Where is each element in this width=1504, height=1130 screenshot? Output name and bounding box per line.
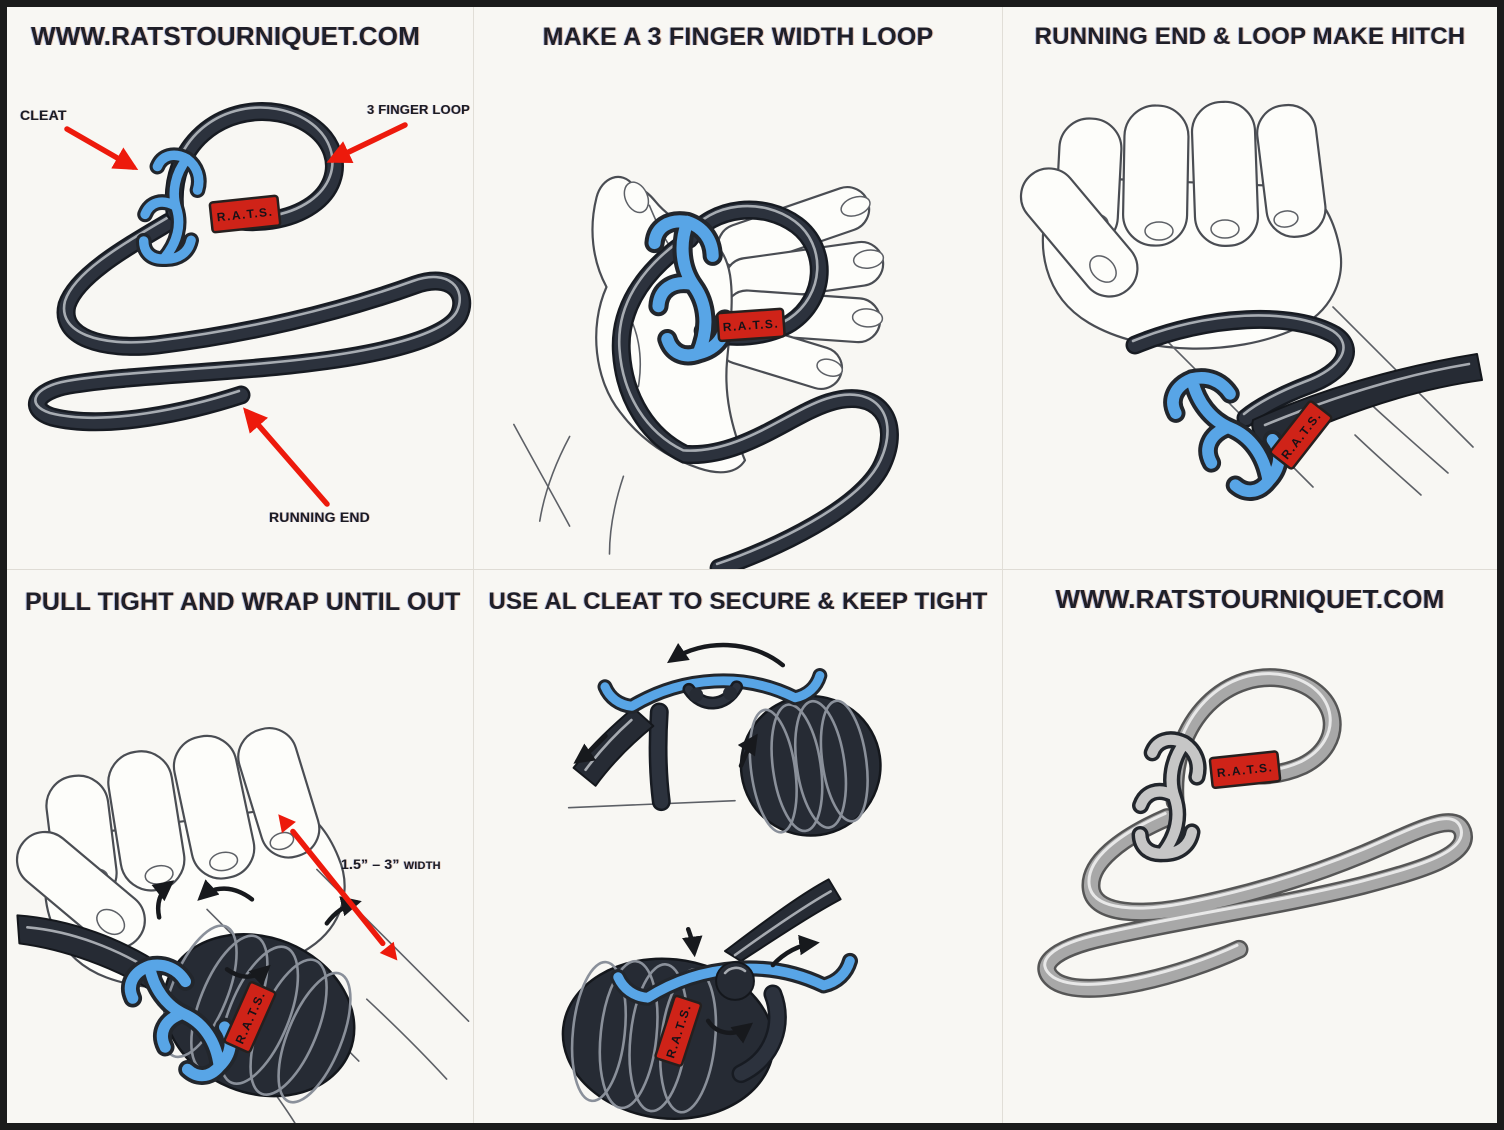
pull-up-arrow (737, 733, 758, 769)
band-coil (739, 694, 882, 837)
cleat-icon (121, 955, 240, 1085)
running-end-label: RUNNING END (269, 509, 370, 525)
band-strand (731, 984, 787, 1084)
tourniquet-gray-illustration: R.A.T.S. (1037, 668, 1473, 998)
hitch-on-wrist-illustration: R.A.T.S. (1019, 100, 1483, 501)
panel-make-hitch: RUNNING END & LOOP MAKE HITCH (1003, 7, 1497, 569)
knot-highlight (723, 966, 747, 975)
rats-tag-label: R.A.T.S. (1216, 760, 1274, 780)
panel4-title: PULL TIGHT AND WRAP UNTIL OUT (25, 588, 461, 616)
rats-tag: R.A.T.S. (208, 194, 282, 234)
loop-under-arrow (705, 1018, 754, 1044)
finger-loop-label: 3 FINGER LOOP (367, 102, 471, 117)
width-word: WIDTH (403, 860, 441, 872)
cleat-label: CLEAT (20, 107, 67, 123)
cleat-icon (597, 668, 828, 714)
press-down-arrow (682, 926, 703, 958)
rats-tag: R.A.T.S. (1208, 750, 1282, 790)
panel-secure-cleat: USE AL CLEAT TO SECURE & KEEP TIGHT (473, 569, 1003, 1123)
rats-tag-label: R.A.T.S. (722, 316, 779, 334)
pull-out-arrow (770, 934, 820, 968)
panel-make-loop: MAKE A 3 FINGER WIDTH LOOP (473, 7, 1003, 569)
panel1-title: WWW.RATSTOURNIQUET.COM (31, 21, 421, 51)
rats-tag-label: R.A.T.S. (216, 205, 274, 225)
band-strand (648, 702, 671, 812)
wrap-until-out-illustration: R.A.T.S. (15, 727, 470, 1123)
panel-outro: WWW.RATSTOURNIQUET.COM (1003, 569, 1497, 1123)
width-range: 1.5” – 3” (341, 856, 400, 872)
panel3-title: RUNNING END & LOOP MAKE HITCH (1034, 23, 1466, 50)
panel-grid: WWW.RATSTOURNIQUET.COM CLEAT 3 FINGER LO… (7, 7, 1497, 1123)
tourniquet-parts-illustration: R.A.T.S. (28, 102, 472, 507)
loop-on-hand-illustration: R.A.T.S. (513, 175, 899, 569)
panel-pull-wrap: PULL TIGHT AND WRAP UNTIL OUT 1.5” – 3” … (7, 569, 473, 1123)
cleat-icon (1131, 731, 1207, 863)
rats-tag: R.A.T.S. (716, 307, 786, 343)
panel2-title: MAKE A 3 FINGER WIDTH LOOP (542, 23, 934, 51)
secure-step-bottom: R.A.T.S. (561, 878, 859, 1121)
cleat-secure-illustration: R.A.T.S. (561, 642, 882, 1121)
width-label: 1.5” – 3” WIDTH (341, 856, 441, 872)
running-end-arrow (243, 407, 330, 507)
width-arrow (278, 814, 398, 961)
cleat-icon (644, 211, 735, 366)
over-cleat-arrow (667, 642, 786, 668)
band-running-end (724, 878, 842, 963)
cleat-arrow (64, 126, 139, 171)
band-body (1037, 808, 1473, 998)
secure-step-top (567, 642, 882, 837)
ground-line (567, 799, 736, 809)
thumb-nail (1089, 255, 1117, 283)
panel6-title: WWW.RATSTOURNIQUET.COM (1055, 584, 1445, 614)
pull-down-arrow (573, 733, 608, 764)
cleat-icon (1163, 368, 1289, 501)
band-body (28, 212, 472, 432)
panel-intro-parts: WWW.RATSTOURNIQUET.COM CLEAT 3 FINGER LO… (7, 7, 473, 569)
finger-loop-arrow (326, 122, 408, 164)
band-tail (611, 235, 899, 569)
cleat-icon (135, 147, 207, 267)
panel5-title: USE AL CLEAT TO SECURE & KEEP TIGHT (488, 588, 988, 615)
band-left-strap (572, 707, 655, 787)
band-wrap (1125, 309, 1355, 428)
